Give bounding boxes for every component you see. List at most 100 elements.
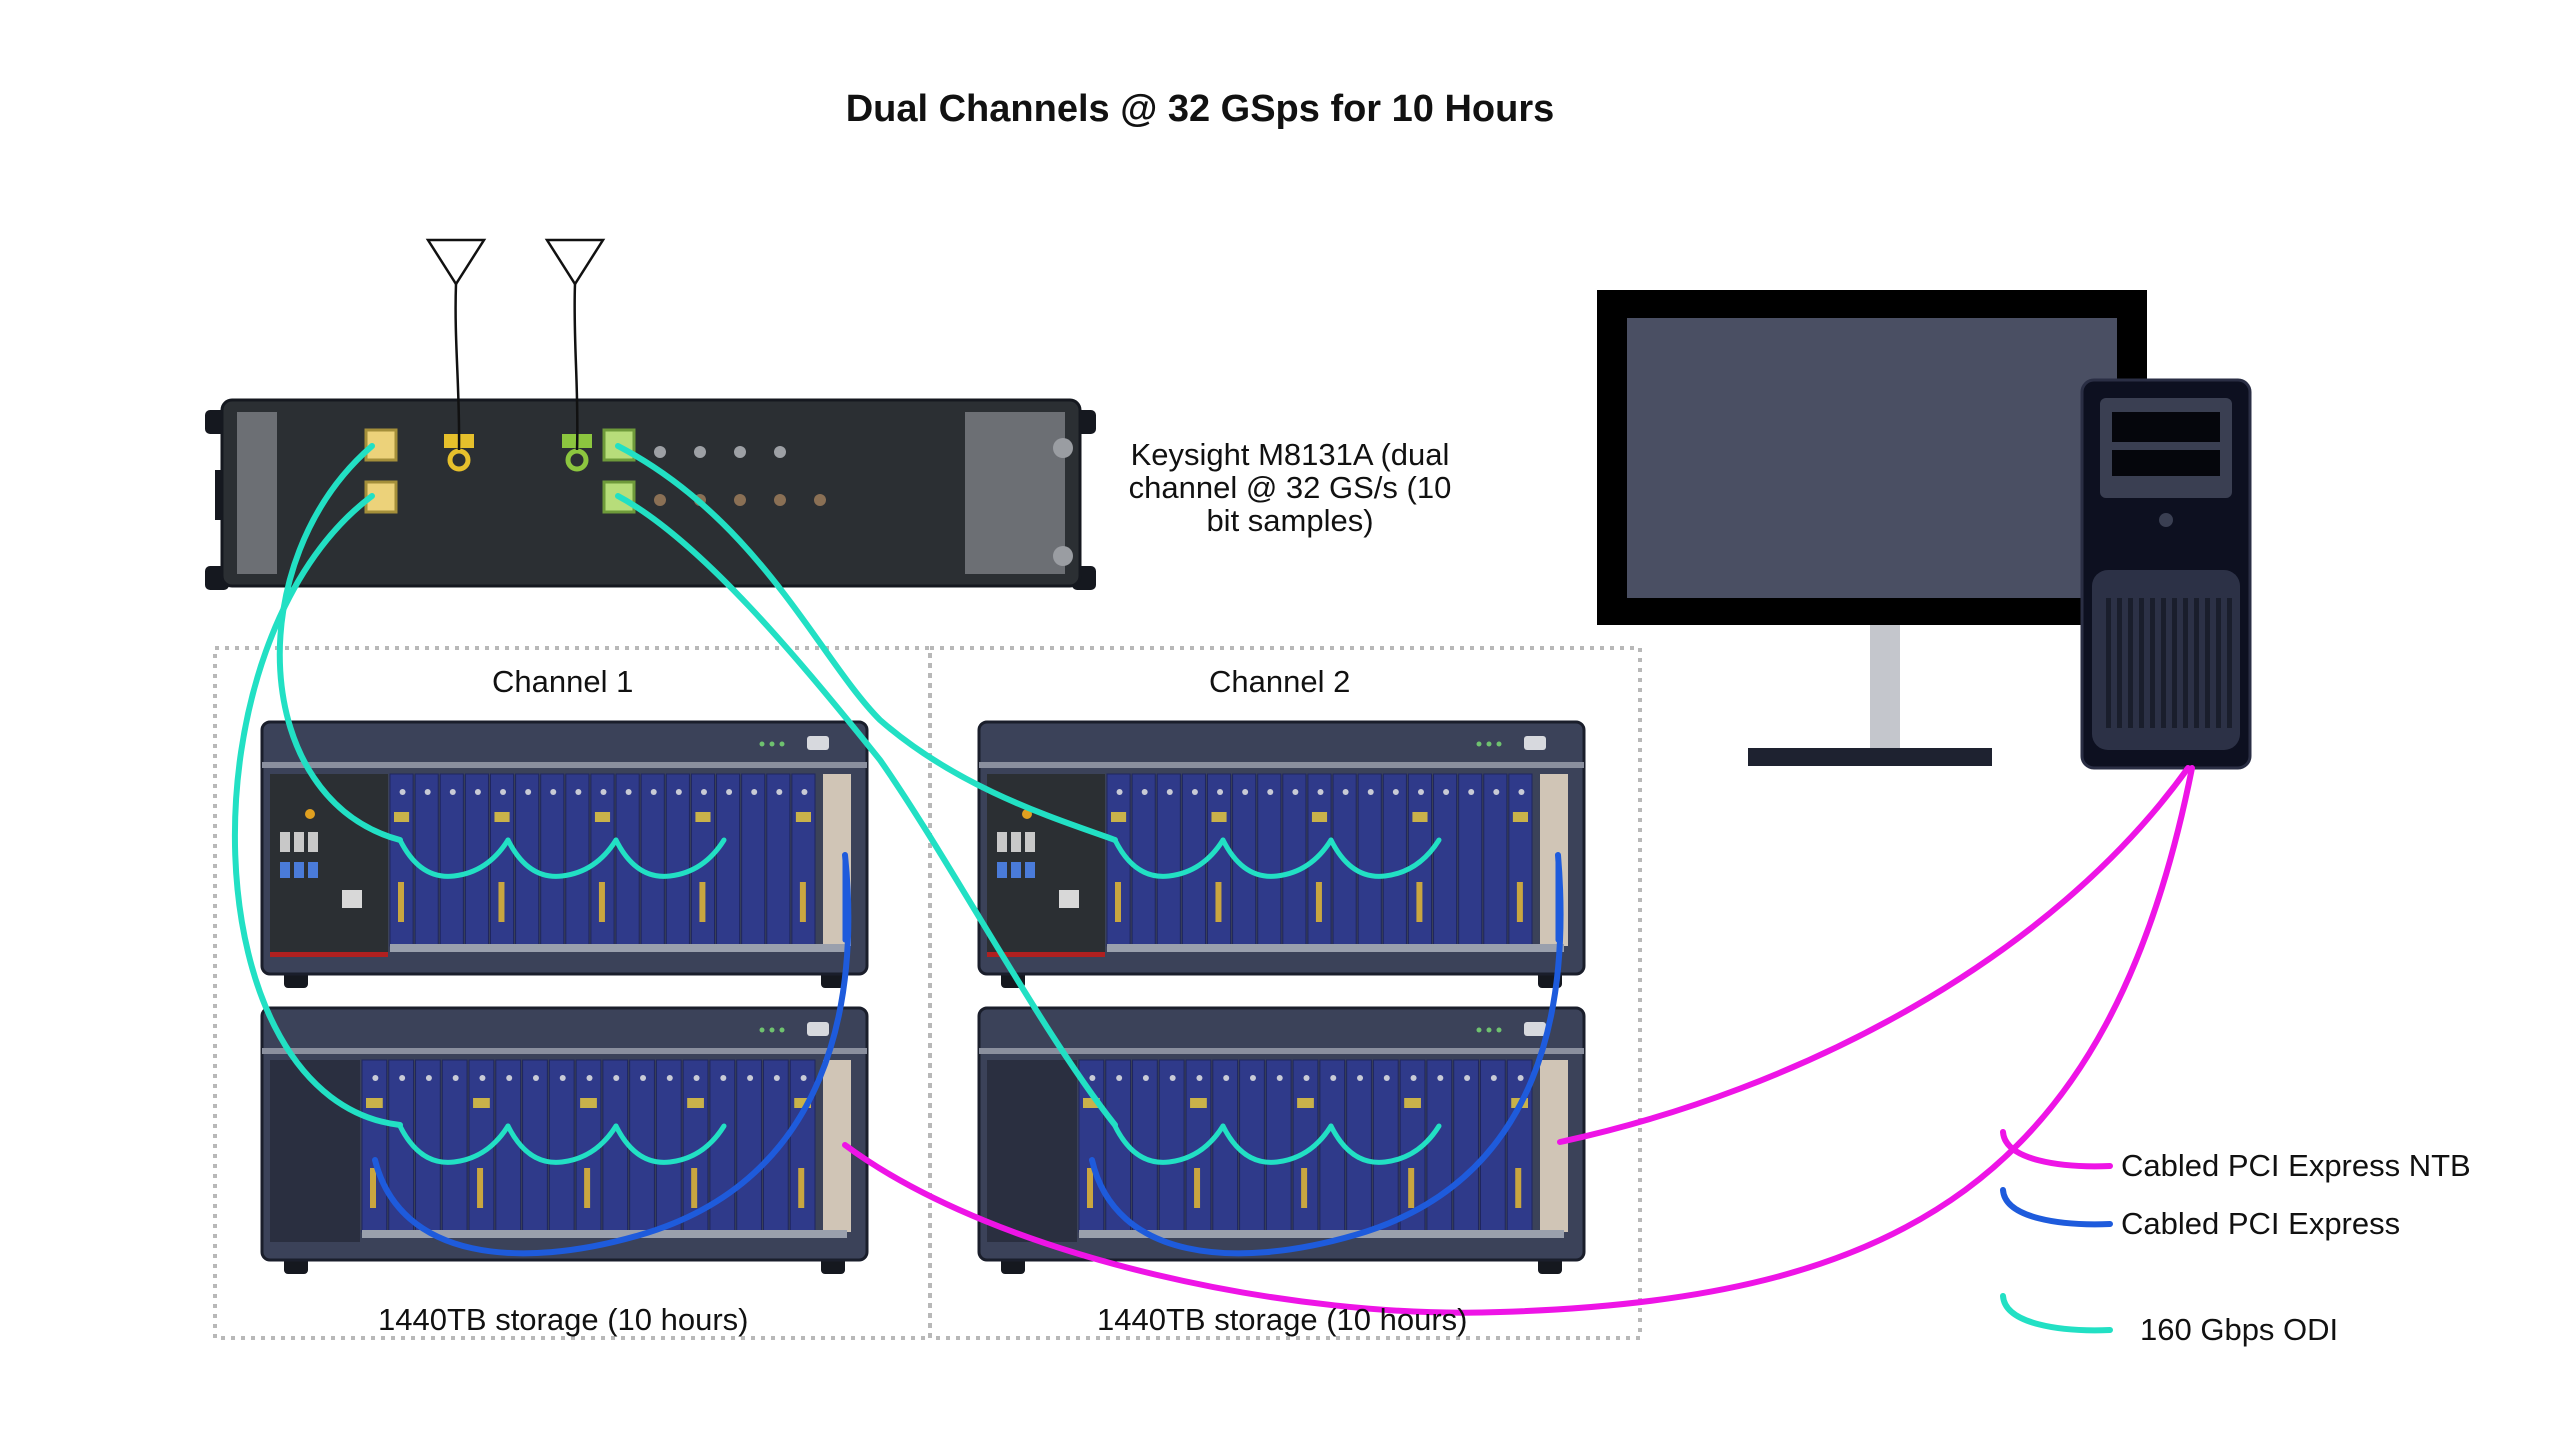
odi-cable <box>397 837 511 879</box>
chassis-bottom-rail <box>1079 1230 1564 1238</box>
slot-screw <box>666 1075 673 1081</box>
chassis-led <box>769 741 775 747</box>
usb-port <box>1011 832 1021 852</box>
slot-screw <box>1142 1075 1149 1081</box>
slot-screw <box>1342 789 1349 795</box>
slot-screw <box>372 1075 379 1081</box>
chassis-badge <box>807 736 829 750</box>
odi-port <box>1211 812 1227 822</box>
slot-screw <box>1490 1075 1497 1081</box>
module-slot <box>766 773 791 947</box>
channel-2-label: Channel 2 <box>1209 664 1351 699</box>
chassis-badge <box>807 1022 829 1036</box>
digitizer-chassis-1 <box>260 720 869 988</box>
connector <box>1215 882 1222 922</box>
module-slot <box>1239 1059 1265 1233</box>
slot-screw <box>1367 789 1374 795</box>
controller-stripe <box>270 952 388 957</box>
antenna-icon <box>544 238 606 287</box>
instrument-label-line: bit samples) <box>1206 503 1374 538</box>
tower-vent <box>2117 598 2122 728</box>
odi-cable <box>505 837 619 879</box>
connector <box>1194 1168 1201 1208</box>
slot-screw <box>399 1075 406 1081</box>
module-slot <box>741 773 766 947</box>
power-led <box>305 809 315 819</box>
chassis-badge <box>1524 1022 1546 1036</box>
module-slot <box>414 773 439 947</box>
usb3-port <box>1011 862 1021 878</box>
front-dot <box>654 494 666 506</box>
module-slot <box>1132 1059 1158 1233</box>
sma-yellow-ring <box>447 448 471 472</box>
front-dot <box>734 494 746 506</box>
tower-power-button <box>2159 513 2173 527</box>
connector <box>1408 1168 1415 1208</box>
chassis-led <box>1476 1027 1482 1033</box>
module-slot <box>495 1059 522 1233</box>
connector <box>799 882 806 922</box>
odi-cable <box>231 493 403 1128</box>
connector <box>1115 882 1121 922</box>
slot-screw <box>1303 1075 1310 1081</box>
odi-cable <box>613 1123 727 1165</box>
module-slot <box>1158 1059 1185 1233</box>
slot-screw <box>1468 789 1475 795</box>
slot-screw <box>776 789 783 795</box>
slot-screw <box>500 789 507 795</box>
chassis-bottom-rail <box>1107 944 1564 952</box>
connector <box>1516 882 1523 922</box>
ethernet-port <box>342 890 362 908</box>
connector <box>398 882 404 922</box>
front-dot <box>694 446 706 458</box>
module-slot <box>1257 773 1282 947</box>
connector <box>498 882 505 922</box>
slot-screw <box>1169 1075 1176 1081</box>
legend-swatch-odi <box>2000 1293 2113 1334</box>
tower-drive <box>2112 412 2220 442</box>
chassis-bottom-rail <box>390 944 847 952</box>
legend-swatch-ntb <box>2000 1129 2113 1170</box>
slot-screw <box>747 1075 754 1081</box>
slot-screw <box>1116 1075 1123 1081</box>
odi-cable <box>1112 1123 1226 1165</box>
odi-port <box>695 812 711 822</box>
channel-1-label: Channel 1 <box>492 664 634 699</box>
tower-pc-icon <box>2080 378 2252 770</box>
chassis-led <box>1496 741 1502 747</box>
module-slot <box>1156 773 1181 947</box>
slot-screw <box>1217 789 1224 795</box>
slot-screw <box>1443 789 1450 795</box>
odi-cable <box>276 443 403 843</box>
module-slot <box>1433 773 1458 947</box>
chassis-led <box>1496 1027 1502 1033</box>
tower-vent <box>2216 598 2221 728</box>
odi-port <box>1083 1098 1100 1108</box>
chassis-led <box>1476 741 1482 747</box>
odi-port <box>795 812 811 822</box>
chassis-rail <box>979 762 1584 768</box>
slot-screw <box>586 1075 593 1081</box>
slot-screw <box>575 789 582 795</box>
connector <box>1515 1168 1522 1208</box>
connector <box>584 1168 591 1208</box>
module-slot <box>736 1059 762 1233</box>
slot-screw <box>425 1075 432 1081</box>
chassis-led <box>759 1027 765 1033</box>
module-slot <box>548 1059 575 1233</box>
odi-port <box>1311 812 1328 822</box>
connector <box>370 1168 376 1208</box>
slot-screw <box>1410 1075 1417 1081</box>
blank-panel <box>987 1060 1077 1242</box>
module-slot <box>629 1059 655 1233</box>
module-slot <box>1483 773 1508 947</box>
slot-screw <box>1249 1075 1256 1081</box>
odi-port <box>1111 812 1127 822</box>
switch-module <box>1540 774 1568 946</box>
ntb-cable <box>842 765 2195 1316</box>
slot-screw <box>1464 1075 1471 1081</box>
slot-screw <box>1437 1075 1444 1081</box>
slot-screw <box>700 789 707 795</box>
odi-port <box>1412 812 1428 822</box>
instrument-side-panel <box>965 412 1065 574</box>
